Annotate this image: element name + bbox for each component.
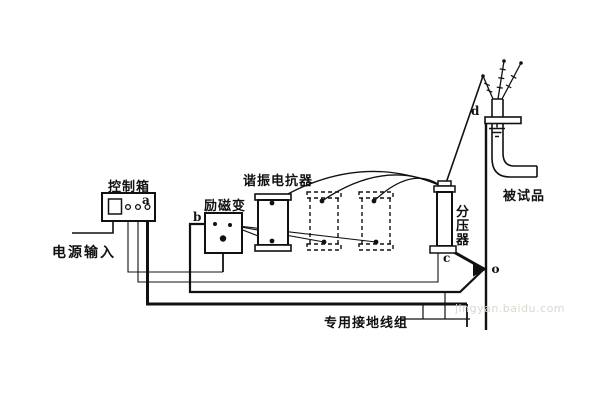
label-terminal-c: c bbox=[443, 251, 450, 265]
reactor-body-dashed bbox=[309, 198, 339, 244]
control-terminal-1 bbox=[124, 203, 132, 211]
control-box bbox=[101, 192, 156, 222]
wire-hv-lead bbox=[444, 75, 484, 187]
divider-body bbox=[436, 191, 453, 247]
wire-bus-1 bbox=[127, 209, 223, 273]
label-excitation-transformer: 励磁变 bbox=[204, 198, 246, 214]
cable-conductor-left bbox=[482, 75, 494, 100]
wire-tap-3 bbox=[229, 224, 377, 243]
reactor-bottom-terminal bbox=[373, 239, 379, 245]
text-labels: 控制箱 电源输入 励磁变 谐振电抗器 分 压 器 被试品 专用接地线组 a b … bbox=[52, 104, 565, 331]
cable-conductor-right bbox=[501, 62, 522, 100]
label-test-object: 被试品 bbox=[502, 188, 545, 204]
label-resonant-reactor: 谐振电抗器 bbox=[243, 173, 313, 189]
label-terminal-d: d bbox=[471, 104, 480, 118]
excitation-transformer bbox=[204, 212, 243, 254]
label-terminal-b: b bbox=[193, 210, 201, 224]
wire-bus-a bbox=[146, 209, 467, 306]
test-cable bbox=[481, 59, 538, 178]
resonant-reactor-optional-1 bbox=[306, 191, 342, 251]
transformer-terminal-hv bbox=[228, 223, 232, 227]
voltage-divider bbox=[429, 180, 457, 254]
reactor-top-flange bbox=[358, 191, 394, 199]
divider-base-flange bbox=[429, 245, 457, 254]
reactor-body-dashed bbox=[361, 198, 391, 244]
label-voltage-divider-char-1: 分 bbox=[456, 204, 469, 220]
node-o-junction bbox=[473, 262, 488, 277]
label-voltage-divider-char-3: 器 bbox=[455, 233, 470, 248]
conductor-tip-left bbox=[481, 74, 485, 78]
control-terminal-2 bbox=[134, 203, 142, 211]
cable-tube bbox=[491, 98, 538, 178]
resonant-reactor-fixed bbox=[254, 193, 292, 252]
conductor-tip-right bbox=[519, 61, 523, 65]
label-ground-wire-group: 专用接地线组 bbox=[324, 315, 408, 331]
reactor-body bbox=[257, 199, 289, 246]
label-voltage-divider-char-2: 压 bbox=[456, 219, 469, 234]
conductor-tip-mid bbox=[502, 59, 506, 63]
label-terminal-a: a bbox=[142, 193, 150, 207]
reactor-bottom-terminal bbox=[269, 238, 275, 244]
reactor-top-terminal bbox=[319, 198, 325, 204]
cable-conductor-mid bbox=[497, 60, 505, 100]
reactor-top-terminal bbox=[269, 200, 275, 206]
wire-bus-b bbox=[188, 222, 485, 294]
wire-arc-3 bbox=[373, 177, 442, 202]
cable-clamp bbox=[484, 116, 522, 125]
transformer-terminal-b bbox=[213, 222, 217, 226]
reactor-bottom-flange bbox=[306, 243, 342, 251]
label-power-input: 电源输入 bbox=[52, 244, 116, 261]
transformer-center-tap bbox=[219, 235, 227, 242]
reactor-bottom-flange bbox=[254, 244, 292, 252]
conductor-ticks bbox=[483, 68, 517, 93]
reactor-bottom-terminal bbox=[321, 239, 327, 245]
label-node-o: o bbox=[492, 262, 500, 276]
reactor-bottom-flange bbox=[358, 243, 394, 251]
watermark: jingyan.baidu.com bbox=[454, 302, 565, 315]
control-box-display bbox=[107, 198, 123, 215]
label-control-box: 控制箱 bbox=[108, 179, 150, 195]
reactor-top-flange bbox=[306, 191, 342, 199]
wire-bus-2 bbox=[137, 209, 439, 283]
ground-symbol-icon bbox=[489, 123, 505, 138]
reactor-top-terminal bbox=[371, 198, 377, 204]
control-terminal-a bbox=[144, 203, 151, 211]
resonant-reactor-optional-2 bbox=[358, 191, 394, 251]
excitation-transformer-outline bbox=[204, 212, 243, 254]
